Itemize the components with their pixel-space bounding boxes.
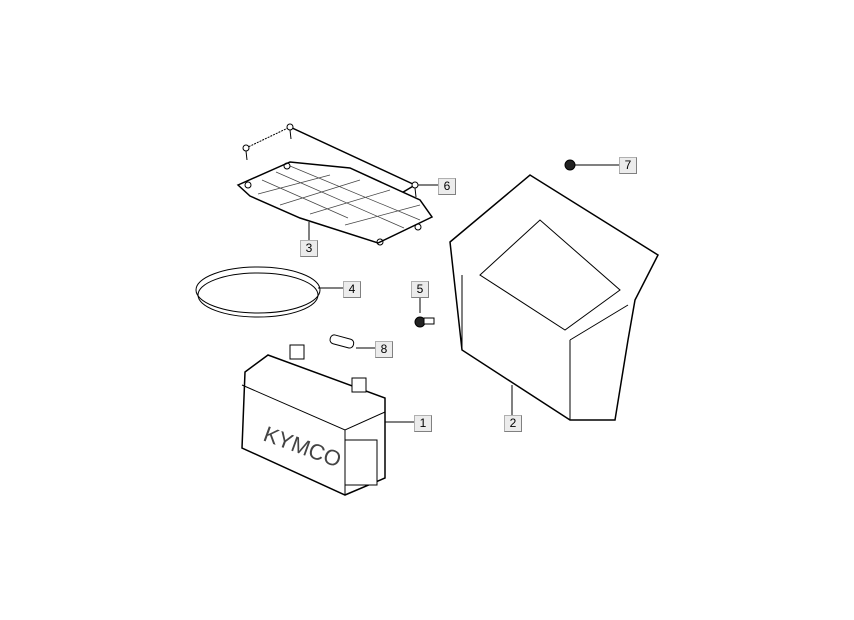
callout-3[interactable]: 3 [300, 240, 318, 257]
battery-box-icon [449, 174, 659, 421]
callout-8[interactable]: 8 [375, 341, 393, 358]
battery-band-icon [195, 266, 343, 318]
fuse-icon [329, 334, 375, 349]
battery-icon: KYMCO [241, 344, 414, 496]
callout-2[interactable]: 2 [504, 415, 522, 432]
nut-icon [564, 159, 619, 171]
battery-cover-icon [236, 161, 434, 246]
callout-6[interactable]: 6 [438, 178, 456, 195]
callout-7[interactable]: 7 [619, 157, 637, 174]
callout-4[interactable]: 4 [343, 281, 361, 298]
bolt-icon [414, 298, 435, 328]
callout-5[interactable]: 5 [411, 281, 429, 298]
callout-1[interactable]: 1 [414, 415, 432, 432]
